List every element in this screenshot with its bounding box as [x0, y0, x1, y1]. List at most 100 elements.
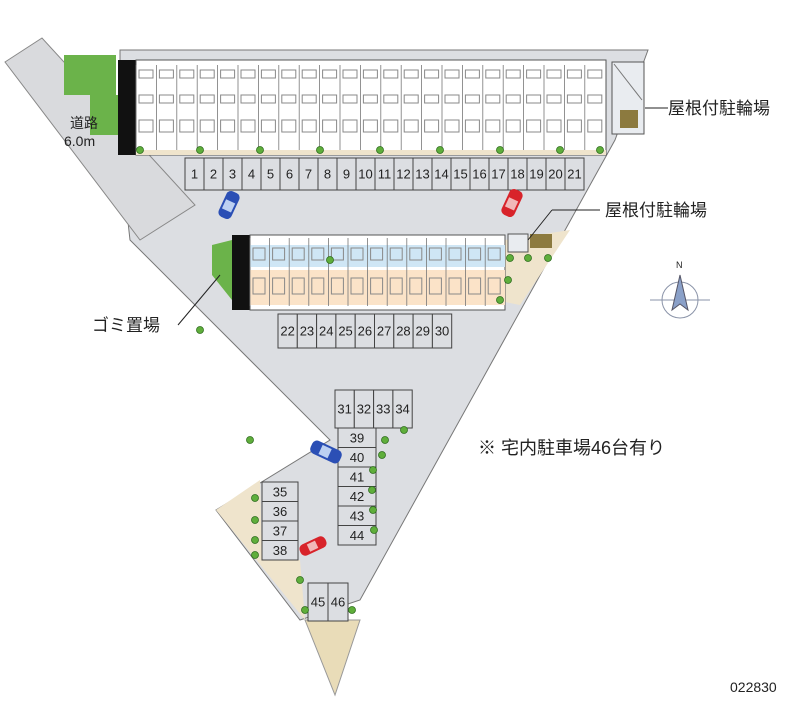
parking-space-number: 1 [191, 167, 198, 182]
unit-window [362, 119, 378, 133]
unit-window [566, 69, 582, 79]
unit-window [468, 247, 482, 261]
unit-window [158, 119, 174, 133]
unit-window [281, 69, 297, 79]
parking-space-37: 37 [261, 520, 299, 541]
parking-space-22: 22 [277, 313, 298, 349]
unit-window [260, 69, 276, 79]
parking-space-number: 17 [491, 167, 505, 182]
unit-window [428, 277, 442, 295]
compass-north: N [676, 260, 683, 270]
parking-space-number: 40 [350, 450, 364, 465]
unit-window [158, 94, 174, 104]
parking-space-32: 32 [353, 389, 375, 429]
parking-space-14: 14 [431, 157, 452, 191]
leader-line-mid [527, 209, 553, 241]
parking-space-41: 41 [337, 466, 377, 487]
parking-space-31: 31 [334, 389, 355, 429]
parking-space-number: 42 [350, 489, 364, 504]
parking-space-25: 25 [335, 313, 356, 349]
car-red-2 [299, 536, 327, 556]
unit-window [389, 277, 403, 295]
unit-window [199, 94, 215, 104]
unit-window [342, 119, 358, 133]
map-id: 022830 [730, 679, 777, 695]
parking-space-number: 32 [357, 402, 371, 417]
parking-space-38: 38 [261, 540, 299, 561]
parking-space-12: 12 [393, 157, 414, 191]
parking-space-3: 3 [222, 157, 243, 191]
parking-space-17: 17 [488, 157, 509, 191]
unit-window [505, 94, 521, 104]
unit-window [566, 119, 582, 133]
unit-window [311, 277, 325, 295]
note-label: ※ 宅内駐車場46台有り [478, 438, 665, 458]
unit-window [220, 69, 236, 79]
unit-window [240, 119, 256, 133]
parking-space-36: 36 [261, 501, 299, 522]
parking-space-number: 20 [548, 167, 562, 182]
parking-space-number: 15 [453, 167, 467, 182]
unit-window [220, 119, 236, 133]
parking-space-number: 43 [350, 508, 364, 523]
unit-window [301, 119, 317, 133]
parking-space-number: 41 [350, 469, 364, 484]
unit-window [389, 247, 403, 261]
car-red-1 [501, 188, 523, 218]
unit-window [403, 94, 419, 104]
unit-window [485, 119, 501, 133]
parking-space-5: 5 [260, 157, 281, 191]
parking-space-number: 23 [300, 324, 314, 339]
parking-space-27: 27 [374, 313, 395, 349]
parking-space-number: 11 [378, 167, 392, 182]
unit-window [158, 69, 174, 79]
unit-window [330, 277, 344, 295]
unit-window [409, 277, 423, 295]
unit-window [362, 94, 378, 104]
parking-space-number: 19 [529, 167, 543, 182]
leader-line-garbage [177, 274, 221, 326]
unit-window [240, 69, 256, 79]
parking-space-40: 40 [337, 447, 377, 468]
parking-space-number: 31 [337, 402, 351, 417]
parking-space-24: 24 [316, 313, 337, 349]
unit-window [464, 94, 480, 104]
parking-space-29: 29 [412, 313, 433, 349]
unit-window [311, 247, 325, 261]
unit-window [424, 119, 440, 133]
unit-window [220, 94, 236, 104]
parking-space-number: 13 [415, 167, 429, 182]
unit-window [370, 277, 384, 295]
unit-window [260, 119, 276, 133]
unit-window [464, 119, 480, 133]
parking-space-6: 6 [279, 157, 300, 191]
parking-space-35: 35 [261, 481, 299, 502]
unit-window [403, 69, 419, 79]
parking-space-26: 26 [354, 313, 376, 349]
unit-window [260, 94, 276, 104]
unit-window [383, 69, 399, 79]
bike-shelter-top [611, 61, 645, 135]
unit-window [179, 119, 195, 133]
parking-space-number: 44 [350, 528, 364, 543]
unit-window [281, 119, 297, 133]
unit-window [546, 69, 562, 79]
unit-window [322, 119, 338, 133]
unit-window [464, 69, 480, 79]
parking-space-number: 2 [210, 167, 217, 182]
parking-space-number: 46 [331, 595, 345, 610]
unit-window [487, 247, 501, 261]
unit-window [281, 94, 297, 104]
parking-space-19: 19 [526, 157, 547, 191]
parking-space-28: 28 [393, 313, 414, 349]
unit-window [587, 69, 603, 79]
parking-space-number: 10 [358, 167, 372, 182]
unit-window [526, 119, 542, 133]
parking-space-number: 8 [324, 167, 331, 182]
parking-space-39: 39 [337, 427, 377, 448]
parking-space-number: 33 [376, 402, 390, 417]
garbage-label: ゴミ置場 [92, 315, 160, 335]
parking-space-15: 15 [450, 157, 471, 191]
parking-space-4: 4 [241, 157, 262, 191]
